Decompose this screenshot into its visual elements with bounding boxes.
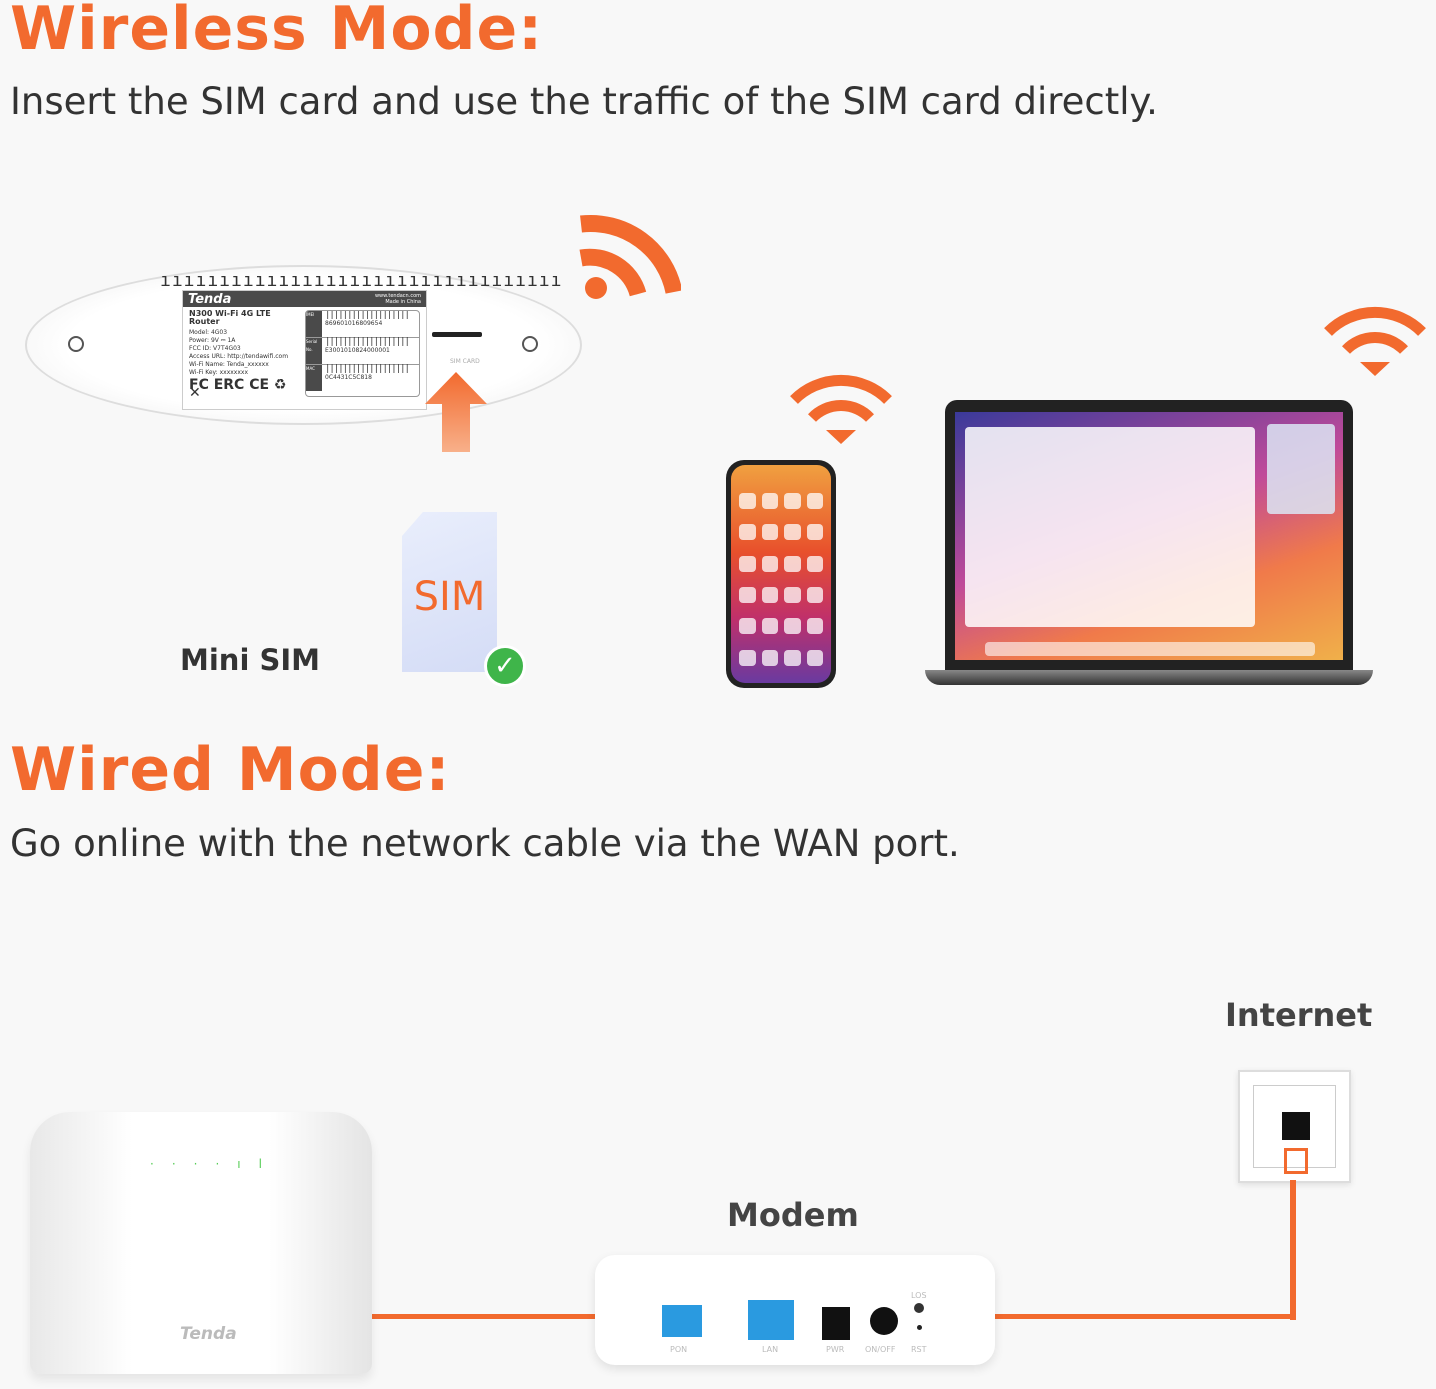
wifi-icon xyxy=(1324,306,1426,376)
code-row: IMEI|||||||||||||||||||869601016809654 xyxy=(306,311,419,338)
screw-icon xyxy=(68,336,84,352)
internet-label: Internet xyxy=(1225,996,1373,1034)
wired-mode-title: Wired Mode: xyxy=(10,735,451,805)
arrow-up-icon xyxy=(425,372,487,452)
spec-line: Power: 9V ⎓ 1A xyxy=(189,337,236,344)
website: www.tendacn.com xyxy=(374,293,421,299)
certification-icons: FC ERC CE ♻ ✕ xyxy=(189,377,287,401)
network-cable xyxy=(990,1314,1296,1319)
laptop xyxy=(945,400,1353,670)
spec-line: FCC ID: V7T4G03 xyxy=(189,345,241,352)
laptop-base xyxy=(925,670,1373,685)
port-label: RST xyxy=(911,1345,927,1354)
spec-line: Access URL: http://tendawifi.com xyxy=(189,353,289,360)
port-label: LAN xyxy=(762,1345,779,1354)
code-row: Serial No.|||||||||||||||||||E3001010824… xyxy=(306,338,419,365)
modem: PON LAN PWR ON/OFF LOS RST xyxy=(595,1255,995,1365)
router-brand-logo: Tenda xyxy=(180,1324,237,1344)
network-cable xyxy=(1290,1180,1296,1320)
vent-slots: ıııııııııııııııııııııııııııııııııı xyxy=(160,270,563,291)
sim-card-text: SIM xyxy=(413,574,486,620)
wireless-mode-subtitle: Insert the SIM card and use the traffic … xyxy=(10,80,1158,123)
sim-slot-label: SIM CARD xyxy=(450,358,480,365)
smartphone xyxy=(726,460,836,688)
ethernet-plug xyxy=(1284,1148,1308,1174)
modem-label: Modem xyxy=(727,1196,859,1234)
port-label: LOS xyxy=(911,1291,927,1300)
wireless-mode-title: Wireless Mode: xyxy=(10,0,544,64)
control-center xyxy=(1267,424,1335,514)
status-leds: ····ıl xyxy=(150,1157,280,1171)
port-label: ON/OFF xyxy=(865,1345,896,1354)
dock xyxy=(985,642,1315,656)
spec-line: Wi-Fi Name: Tenda_xxxxxx xyxy=(189,361,269,368)
wired-mode-subtitle: Go online with the network cable via the… xyxy=(10,822,960,865)
spec-line: Wi-Fi Key: xxxxxxxx xyxy=(189,369,248,376)
port-label: PON xyxy=(670,1345,688,1354)
brand-logo: Tenda xyxy=(188,291,232,307)
app-window xyxy=(965,427,1255,627)
power-port xyxy=(822,1307,850,1340)
mini-sim-label: Mini SIM xyxy=(180,643,321,677)
port-label: PWR xyxy=(826,1345,845,1354)
wall-ethernet-socket xyxy=(1238,1070,1351,1183)
product-name: N300 Wi-Fi 4G LTE Router xyxy=(189,309,271,326)
screw-icon xyxy=(522,336,538,352)
made-in: Made in China xyxy=(385,299,421,305)
pon-port xyxy=(662,1305,702,1337)
sim-slot xyxy=(432,332,482,337)
check-icon: ✓ xyxy=(484,645,526,687)
sim-card: SIM xyxy=(402,512,497,672)
wifi-signal-icon xyxy=(579,214,681,299)
network-cable xyxy=(370,1314,598,1319)
ethernet-port-icon xyxy=(1282,1112,1310,1140)
tenda-router: ····ıl Tenda xyxy=(30,1112,372,1374)
reset-button xyxy=(917,1325,922,1330)
power-button xyxy=(870,1307,898,1335)
code-row: MAC|||||||||||||||||||0C4431C5C818 xyxy=(306,365,419,391)
wifi-icon xyxy=(790,374,892,444)
los-led xyxy=(914,1303,924,1313)
lan-port xyxy=(748,1300,794,1340)
spec-line: Model: 4G03 xyxy=(189,329,228,336)
